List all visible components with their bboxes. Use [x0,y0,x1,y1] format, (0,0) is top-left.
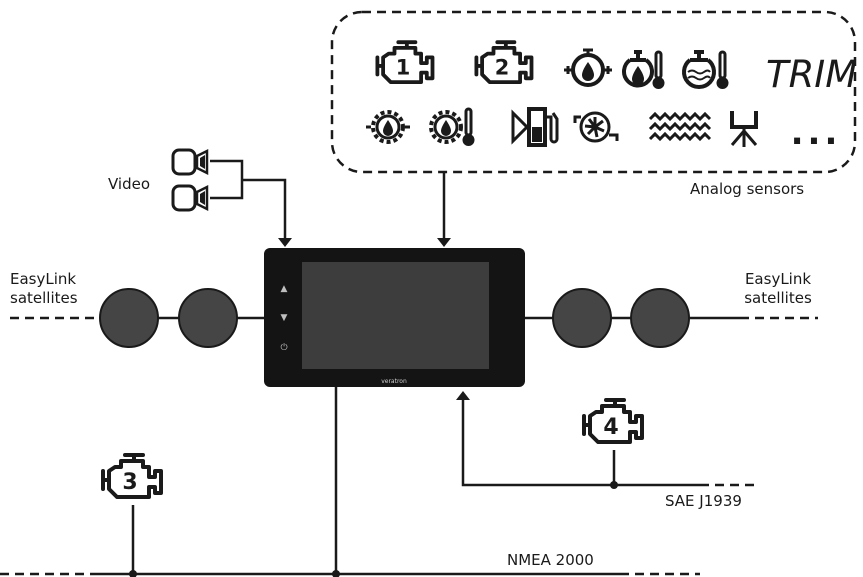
easylink-right-sublabel: satellites [744,289,812,307]
sae-j1939-label: SAE J1939 [665,492,742,510]
gear-oil-pressure-icon [366,110,410,144]
more-sensors-ellipsis: ... [791,113,842,153]
display-unit: ▲ ▼ ⏻ veratron [264,248,525,387]
analog-sensors-frame [330,10,857,174]
gear-oil-temperature-icon [429,107,475,146]
turbo-icon [573,111,619,143]
engine-number: 1 [396,56,411,80]
brand-logo: veratron [381,378,407,385]
sae-j1939-bus [456,391,760,487]
power-button[interactable]: ⏻ [280,342,287,353]
down-button[interactable]: ▼ [281,313,288,323]
engine-2-sensor-icon: 2 [474,40,534,84]
rudder-angle-icon [730,111,758,147]
satellite-gauge [99,288,159,348]
trim-label: TRIM [766,53,857,96]
nmea-2000-bus [0,387,700,576]
satellite-gauge [630,288,690,348]
engine-number: 2 [495,56,510,80]
analog-sensors-connection [437,172,451,247]
satellite-gauge [552,288,612,348]
fuel-level-icon [511,107,559,147]
oil-pressure-icon [564,48,612,87]
analog-sensors-label: Analog sensors [690,180,804,198]
camera-icon [171,184,209,212]
easylink-left-sublabel: satellites [10,289,78,307]
engine-number: 4 [603,415,618,440]
oil-temperature-icon [622,50,665,89]
engine-4-icon: 4 [582,398,644,444]
easylink-left-label: EasyLink [10,270,76,288]
display-screen [302,262,489,369]
satellite-gauge [178,288,238,348]
bus-junction [129,570,137,577]
nmea-2000-label: NMEA 2000 [507,551,594,569]
video-connection [210,159,292,247]
water-waves-icon [648,111,712,142]
coolant-temperature-icon [682,50,729,89]
engine-number: 3 [122,470,137,495]
easylink-right-label: EasyLink [745,270,811,288]
engine-1-sensor-icon: 1 [375,40,435,84]
video-label: Video [108,175,150,193]
engine-3-icon: 3 [101,453,163,499]
bus-junction [610,481,618,489]
up-button[interactable]: ▲ [281,284,288,294]
bus-junction [332,570,340,577]
camera-icon [171,148,209,176]
